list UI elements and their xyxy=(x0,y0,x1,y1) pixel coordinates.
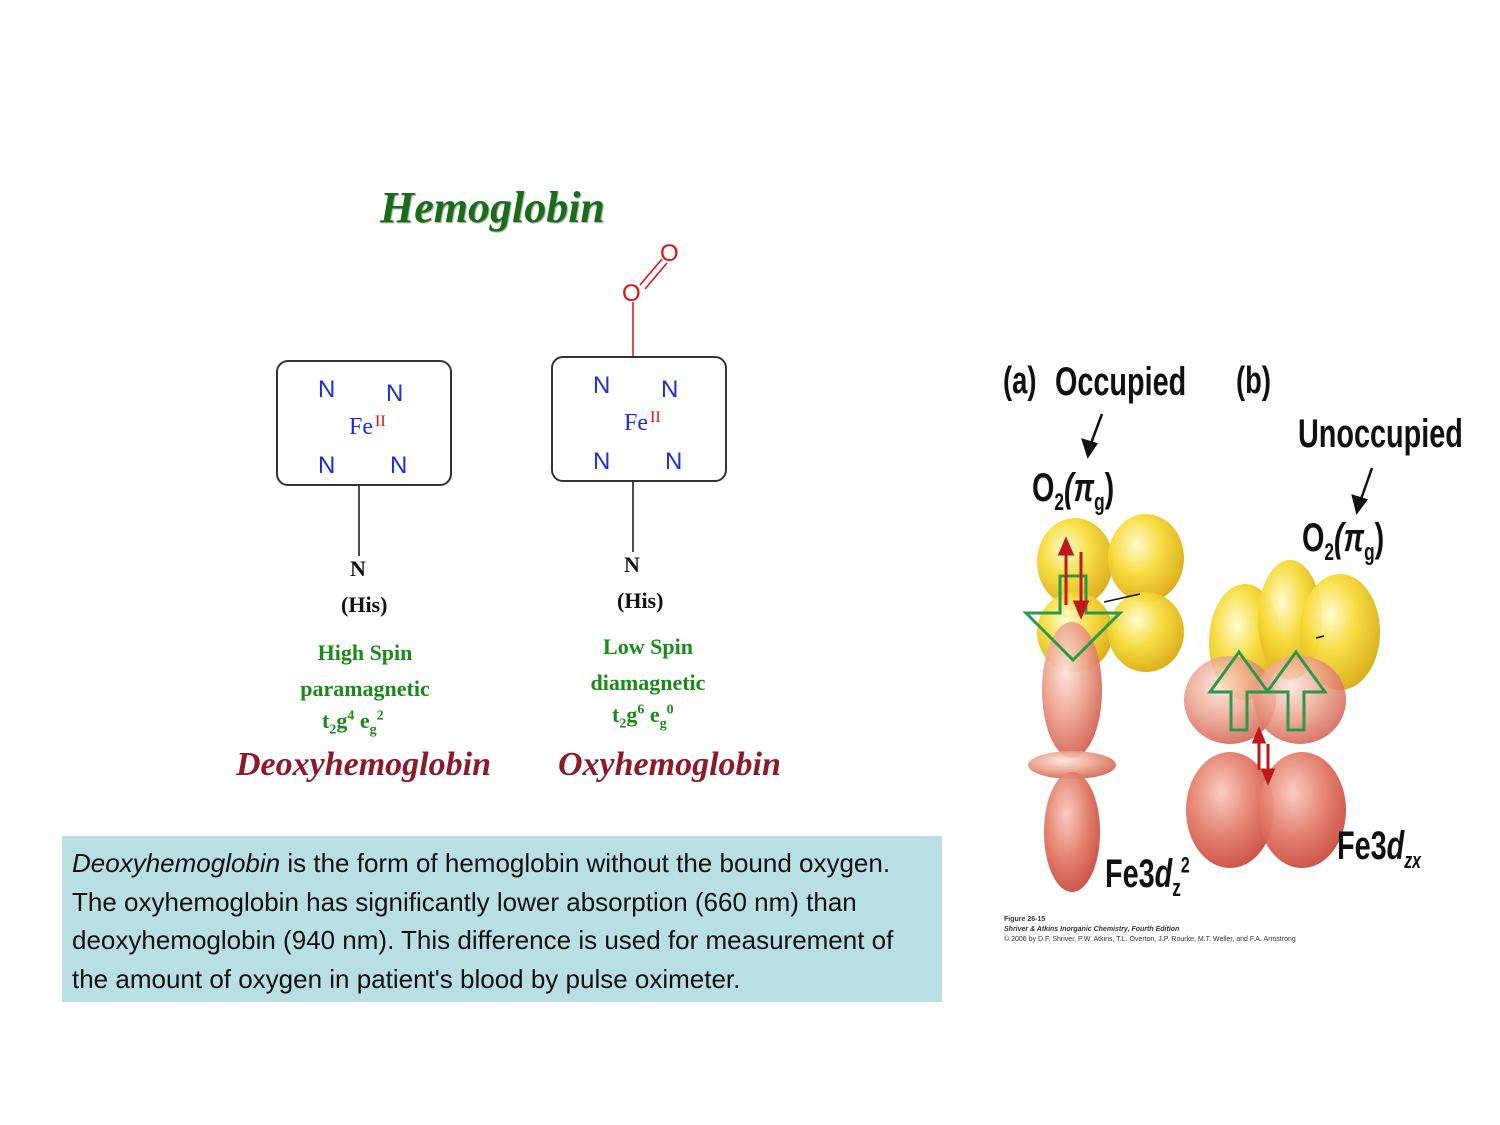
up-arrow-icon xyxy=(1207,649,1271,732)
spin-pair-icon xyxy=(1251,726,1276,786)
histidine-label: (His) xyxy=(341,592,388,617)
o2-pi-g-label: O2(πg) xyxy=(1032,466,1115,516)
deoxy-heme-box xyxy=(276,360,452,486)
oxidation-state: II xyxy=(650,409,661,426)
occupied-label: Occupied xyxy=(1055,360,1187,404)
deoxyhemoglobin-label: Deoxyhemoglobin xyxy=(236,746,491,783)
spin-pair-icon xyxy=(1057,536,1090,620)
magnetism: diamagnetic xyxy=(590,670,706,695)
oxygen-atom: O xyxy=(622,280,641,307)
oxyhemoglobin-label: Oxyhemoglobin xyxy=(558,746,781,783)
nitrogen-atom: N xyxy=(386,380,404,407)
iron-atom: Fe xyxy=(349,414,373,440)
figure-copyright: © 2006 by D.F. Shriver, P.W. Atkins, T.L… xyxy=(1004,936,1296,943)
spin-state: Low Spin xyxy=(603,634,693,659)
nitrogen-atom: N xyxy=(318,376,336,403)
nitrogen-atom: N xyxy=(661,376,679,403)
bond-lines xyxy=(333,258,668,556)
pointer-arrow-icon xyxy=(1081,413,1374,515)
histidine-label: (His) xyxy=(617,588,664,613)
down-arrow-icon xyxy=(1022,574,1124,663)
spin-state: High Spin xyxy=(317,640,413,665)
page-title: Hemoglobin xyxy=(380,183,605,232)
description-text: Deoxyhemoglobin is the form of hemoglobi… xyxy=(72,844,932,998)
oxy-heme-box xyxy=(551,356,727,482)
nitrogen-atom: N xyxy=(390,452,408,479)
description-box xyxy=(62,836,942,1002)
unoccupied-label: Unoccupied xyxy=(1298,412,1463,456)
figure-number: Figure 26-15 xyxy=(1004,916,1046,923)
orbital-figure xyxy=(1022,413,1380,892)
description-term: Deoxyhemoglobin xyxy=(72,848,281,878)
figure-source: Shriver & Atkins Inorganic Chemistry, Fo… xyxy=(1004,926,1180,933)
electron-configuration: t2g4 eg2 xyxy=(322,708,384,738)
fe3dz2-label: Fe3dz2 xyxy=(1105,852,1190,902)
nitrogen-atom: N xyxy=(593,448,611,475)
nitrogen-atom: N xyxy=(593,372,611,399)
description-body: is the form of hemoglobin without the bo… xyxy=(72,848,894,994)
up-arrow-icon xyxy=(1264,649,1328,732)
oxidation-state: II xyxy=(375,413,386,430)
panel-b-label: (b) xyxy=(1236,360,1271,402)
o2-pi-g-label: O2(πg) xyxy=(1302,516,1385,566)
magnetism: paramagnetic xyxy=(300,676,430,701)
nitrogen-atom: N xyxy=(318,452,336,479)
iron-atom: Fe xyxy=(624,410,648,436)
fe3dzx-label: Fe3dzx xyxy=(1337,824,1421,873)
panel-a-fe-dz2-orbital xyxy=(1028,622,1116,892)
panel-a-label: (a) xyxy=(1003,360,1037,402)
nitrogen-atom: N xyxy=(665,448,683,475)
oxygen-atom: O xyxy=(660,240,679,267)
electron-configuration: t2g6 eg0 xyxy=(612,702,674,732)
axial-nitrogen: N xyxy=(624,552,640,577)
axial-nitrogen: N xyxy=(350,556,366,581)
